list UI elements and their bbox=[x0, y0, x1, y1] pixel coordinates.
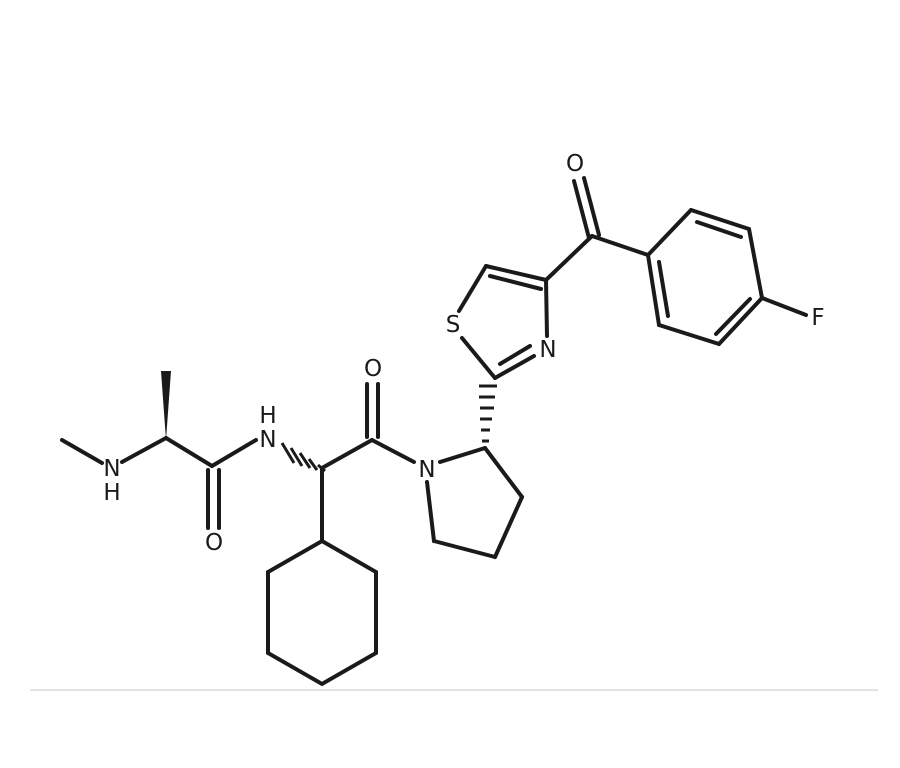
hash-ca2-nh bbox=[280, 442, 326, 473]
bond-methyl-nh bbox=[60, 438, 104, 465]
hash-pyr-thz bbox=[479, 384, 497, 443]
atom-s-thiazole: S bbox=[446, 312, 461, 338]
bond-ph6-ph1-inner bbox=[657, 260, 670, 318]
bond-ph2-ph3-inner bbox=[695, 220, 743, 239]
bonds bbox=[60, 176, 808, 687]
atom-n-thiazole: N bbox=[539, 337, 556, 363]
bond-c1-nh2 bbox=[210, 438, 258, 468]
bond-ph1-ph2 bbox=[646, 208, 693, 257]
bond-ph2-ph3 bbox=[689, 208, 751, 231]
bond-cketone-ph bbox=[590, 234, 650, 257]
bond-c2-npyr bbox=[370, 438, 416, 464]
bond-ca2-c2 bbox=[320, 438, 374, 470]
bond-nthz-c2thz-a bbox=[493, 354, 536, 380]
atom-o-ketone: O bbox=[566, 151, 584, 177]
atom-f: F bbox=[811, 305, 824, 331]
atom-h-amine: H bbox=[103, 480, 120, 506]
bond-ph4-ph5 bbox=[717, 296, 764, 346]
atom-n-amide: N bbox=[259, 427, 276, 453]
bond-ph3-ph4 bbox=[747, 227, 764, 300]
stereo-bonds bbox=[161, 371, 497, 473]
bond-s-c5thz bbox=[457, 264, 488, 313]
atom-o-amide2: O bbox=[364, 356, 382, 382]
atom-h-amide: H bbox=[259, 403, 276, 429]
bond-nthz-c2thz-b bbox=[498, 344, 532, 366]
atom-n-amine: N bbox=[103, 456, 120, 482]
bond-npyr-c2pyr bbox=[438, 446, 487, 464]
bond-nh-ca1 bbox=[120, 436, 168, 464]
bond-ph5-ph6 bbox=[657, 323, 721, 346]
bond-c4pyr-c5pyr bbox=[432, 539, 497, 559]
bond-cketone-o-a bbox=[572, 179, 591, 240]
bond-c2pyr-c3pyr bbox=[483, 446, 524, 499]
bond-c5thz-c4thz-b bbox=[488, 274, 543, 291]
bond-ca1-c1 bbox=[164, 436, 214, 468]
atom-o-amide1: O bbox=[205, 530, 223, 556]
bond-cketone-o-b bbox=[582, 176, 601, 237]
bond-ph4-ph5-inner bbox=[714, 297, 752, 336]
bond-c2thz-s bbox=[460, 336, 497, 380]
wedge-alanine-methyl bbox=[161, 371, 171, 440]
bond-c5thz-c4thz-a bbox=[484, 264, 548, 282]
bond-ph6-ph1 bbox=[646, 253, 661, 327]
atom-n-pyrrolidine: N bbox=[418, 457, 435, 483]
atom-labels: N H O H N O N S N O F bbox=[103, 151, 824, 556]
cyclohexane-ring bbox=[266, 538, 378, 687]
bond-c4thz-cketone bbox=[544, 234, 594, 282]
bond-c4thz-nthz bbox=[544, 278, 549, 338]
bond-c3pyr-c4pyr bbox=[493, 495, 524, 559]
bond-c5pyr-npyr bbox=[425, 480, 436, 543]
bond-ph4-f bbox=[760, 296, 808, 317]
